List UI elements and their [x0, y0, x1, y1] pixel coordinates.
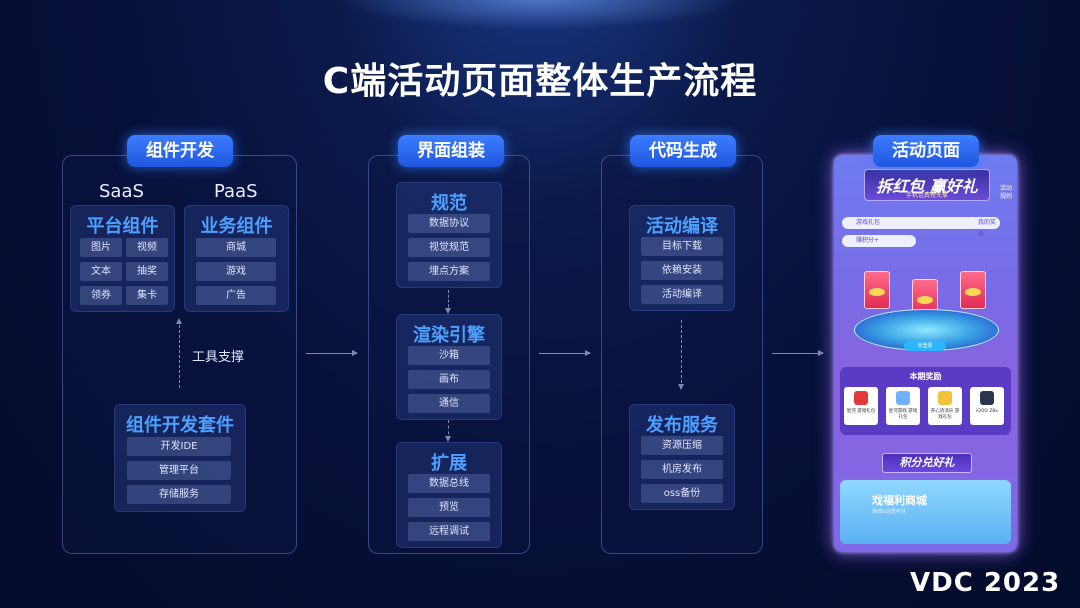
phone-mall-banner[interactable]: 戏福利商城 游戏&话费可兑: [840, 480, 1011, 544]
platform-components-title: 平台组件: [71, 212, 174, 238]
prize-item[interactable]: 星河游戏 游戏礼包: [886, 387, 920, 425]
chip-preview: 预览: [408, 498, 490, 517]
spec-title: 规范: [397, 189, 501, 215]
support-label: 工具支撑: [192, 346, 244, 365]
chip-visual-spec: 视觉规范: [408, 238, 490, 257]
vdc-logo: VDC 2023: [910, 568, 1060, 598]
game-icon: [896, 391, 910, 405]
game-icon: [938, 391, 952, 405]
extension-box: 扩展 数据总线 预览 远程调试: [396, 442, 502, 548]
arrow-render-ext: [448, 420, 449, 440]
chip-ide: 开发IDE: [127, 437, 231, 456]
compile-box: 活动编译 目标下载 依赖安装 活动编译: [629, 205, 735, 311]
activity-page-phone: 拆红包 赢好礼 手机话费抢先拿 活动规则 游戏礼包 我的奖品 赚积分+ 未登录 …: [834, 155, 1017, 552]
phone-banner: 拆红包 赢好礼 手机话费抢先拿: [864, 169, 990, 201]
chip-data-protocol: 数据协议: [408, 214, 490, 233]
ui-assembly-pill: 界面组装: [398, 135, 504, 167]
platform-components-box: 平台组件 图片 视频 文本 抽奖 领券 集卡: [70, 205, 175, 312]
chip-oss-backup: oss备份: [641, 484, 723, 503]
arrow-spec-render: [448, 290, 449, 312]
phone-earn-points[interactable]: 赚积分+: [842, 235, 916, 247]
dev-kit-title: 组件开发套件: [115, 411, 245, 437]
chip-comm: 通信: [408, 394, 490, 413]
dev-kit-box: 组件开发套件 开发IDE 管理平台 存储服务: [114, 404, 246, 512]
phone-rules-tag[interactable]: 活动规则: [998, 185, 1014, 201]
chip-idc-release: 机房发布: [641, 460, 723, 479]
red-packet-1[interactable]: [864, 271, 890, 309]
phone-login-button[interactable]: 未登录: [904, 341, 946, 351]
render-engine-box: 渲染引擎 沙箱 画布 通信: [396, 314, 502, 420]
page-title: C端活动页面整体生产流程: [0, 52, 1080, 104]
chip-image: 图片: [80, 238, 122, 257]
chip-data-bus: 数据总线: [408, 474, 490, 493]
chip-text: 文本: [80, 262, 122, 281]
business-components-box: 业务组件 商城 游戏 广告: [184, 205, 289, 312]
phone-points-title: 积分兑好礼: [882, 453, 972, 473]
top-glow: [340, 0, 740, 30]
arrow-compile-publish: [681, 320, 682, 388]
phone-mall-title: 戏福利商城: [872, 492, 927, 508]
chip-activity-compile: 活动编译: [641, 285, 723, 304]
publish-title: 发布服务: [630, 411, 734, 437]
chip-canvas: 画布: [408, 370, 490, 389]
phone-input-gift[interactable]: 游戏礼包: [842, 217, 980, 229]
chip-sandbox: 沙箱: [408, 346, 490, 365]
chip-admin: 管理平台: [127, 461, 231, 480]
component-dev-pill: 组件开发: [127, 135, 233, 167]
game-icon: [854, 391, 868, 405]
chip-lottery: 抽奖: [126, 262, 168, 281]
phone-my-prizes[interactable]: 我的奖品: [972, 217, 1000, 229]
phone-prize-card: 本期奖励 星河 游戏礼包 星河游戏 游戏礼包 开心消消乐 游戏礼包 iQOO Z…: [840, 367, 1011, 435]
chip-video: 视频: [126, 238, 168, 257]
prize-item[interactable]: iQOO Z8x: [970, 387, 1004, 425]
render-engine-title: 渲染引擎: [397, 321, 501, 347]
chip-game: 游戏: [196, 262, 276, 281]
chip-coupon: 领券: [80, 286, 122, 305]
chip-ad: 广告: [196, 286, 276, 305]
arrow-2: [539, 353, 590, 354]
activity-page-pill: 活动页面: [873, 135, 979, 167]
prize-item[interactable]: 星河 游戏礼包: [844, 387, 878, 425]
publish-box: 发布服务 资源压缩 机房发布 oss备份: [629, 404, 735, 510]
chip-target-download: 目标下载: [641, 237, 723, 256]
code-gen-pill: 代码生成: [630, 135, 736, 167]
chip-storage: 存储服务: [127, 485, 231, 504]
chip-card: 集卡: [126, 286, 168, 305]
extension-title: 扩展: [397, 449, 501, 475]
red-packet-3[interactable]: [960, 271, 986, 309]
phone-prize-title: 本期奖励: [840, 371, 1011, 382]
phone-mall-sub: 游戏&话费可兑: [872, 508, 906, 515]
chip-dep-install: 依赖安装: [641, 261, 723, 280]
phone-banner-sub: 手机话费抢先拿: [865, 190, 989, 199]
spec-box: 规范 数据协议 视觉规范 埋点方案: [396, 182, 502, 288]
chip-tracking: 埋点方案: [408, 262, 490, 281]
paas-label: PaaS: [214, 181, 258, 202]
saas-label: SaaS: [99, 181, 144, 202]
compile-title: 活动编译: [630, 212, 734, 238]
phone-icon: [980, 391, 994, 405]
arrow-3: [772, 353, 823, 354]
chip-remote-debug: 远程调试: [408, 522, 490, 541]
support-arrow: [179, 320, 180, 388]
arrow-1: [306, 353, 357, 354]
chip-mall: 商城: [196, 238, 276, 257]
business-components-title: 业务组件: [185, 212, 288, 238]
prize-item[interactable]: 开心消消乐 游戏礼包: [928, 387, 962, 425]
chip-compress: 资源压缩: [641, 436, 723, 455]
